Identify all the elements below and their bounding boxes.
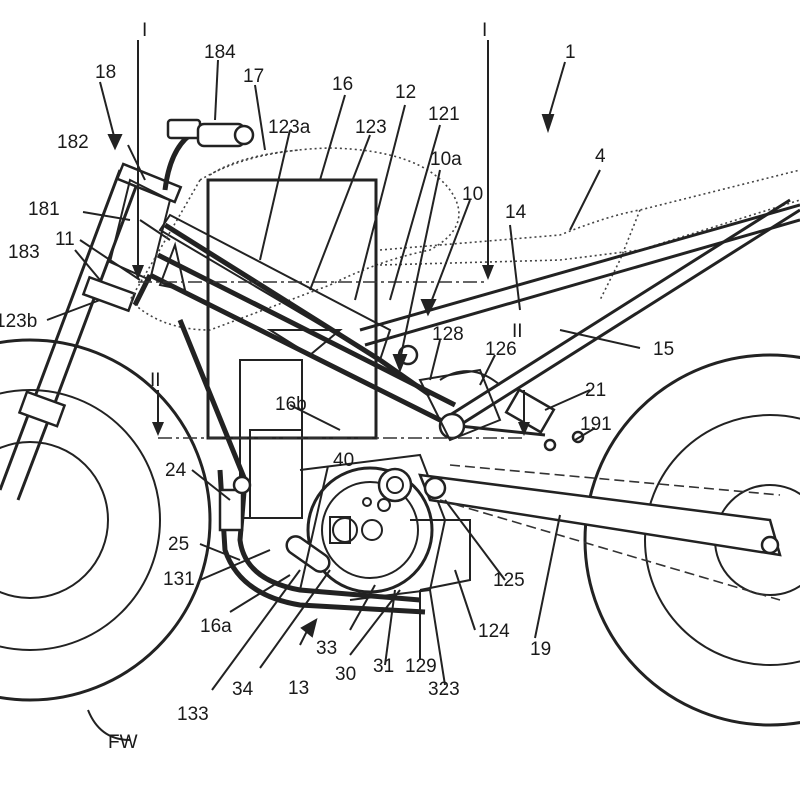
main-frame xyxy=(132,213,457,428)
label-10: 10 xyxy=(462,184,483,205)
label-10a: 10a xyxy=(430,149,462,170)
label-1: 1 xyxy=(565,42,576,63)
label-131: 131 xyxy=(163,569,195,590)
swing-arm xyxy=(418,464,782,601)
label-125: 125 xyxy=(493,570,525,591)
section-mark-I-left: I xyxy=(142,20,147,41)
label-16: 16 xyxy=(332,74,353,95)
reference-labels: I I II II 1 4 10 10a 11 12 13 14 15 16 1… xyxy=(0,20,674,753)
label-17: 17 xyxy=(243,66,264,87)
section-mark-I-right: I xyxy=(482,20,487,41)
seat-rail xyxy=(359,198,800,427)
label-4: 4 xyxy=(595,146,606,167)
label-123a: 123a xyxy=(268,117,311,138)
label-30: 30 xyxy=(335,664,356,685)
front-fork xyxy=(0,162,183,501)
label-18: 18 xyxy=(95,62,116,83)
label-123b: 123b xyxy=(0,311,37,332)
section-mark-II-right: II xyxy=(512,321,523,342)
label-124: 124 xyxy=(478,621,510,642)
seat-outline xyxy=(379,169,800,301)
label-128: 128 xyxy=(432,324,464,345)
label-24: 24 xyxy=(165,460,187,481)
handlebar xyxy=(162,118,255,191)
label-31: 31 xyxy=(373,656,394,677)
label-33: 33 xyxy=(316,638,337,659)
label-191: 191 xyxy=(580,414,612,435)
label-123: 123 xyxy=(355,117,387,138)
front-wheel xyxy=(0,338,212,702)
label-13: 13 xyxy=(288,678,309,699)
label-34: 34 xyxy=(232,679,254,700)
label-19: 19 xyxy=(530,639,551,660)
label-323: 323 xyxy=(428,679,460,700)
label-181: 181 xyxy=(28,199,60,220)
label-25: 25 xyxy=(168,534,189,555)
label-183: 183 xyxy=(8,242,40,263)
label-184: 184 xyxy=(204,42,236,63)
label-FW: FW xyxy=(108,732,138,753)
leader-lines xyxy=(46,59,641,741)
fuel-tank-outline xyxy=(128,147,460,331)
label-129: 129 xyxy=(405,656,437,677)
label-40: 40 xyxy=(333,450,354,471)
label-11: 11 xyxy=(55,229,75,250)
motor xyxy=(299,453,471,601)
label-16b: 16b xyxy=(275,394,307,415)
label-133: 133 xyxy=(177,704,209,725)
label-121: 121 xyxy=(428,104,460,125)
label-12: 12 xyxy=(395,82,416,103)
label-182: 182 xyxy=(57,132,89,153)
section-line-II xyxy=(152,390,530,439)
label-15: 15 xyxy=(653,339,674,360)
section-mark-II-left: II xyxy=(150,370,161,391)
label-126: 126 xyxy=(485,339,517,360)
label-21: 21 xyxy=(585,380,606,401)
label-14: 14 xyxy=(505,202,527,223)
rear-shock xyxy=(449,388,585,452)
label-16a: 16a xyxy=(200,616,232,637)
